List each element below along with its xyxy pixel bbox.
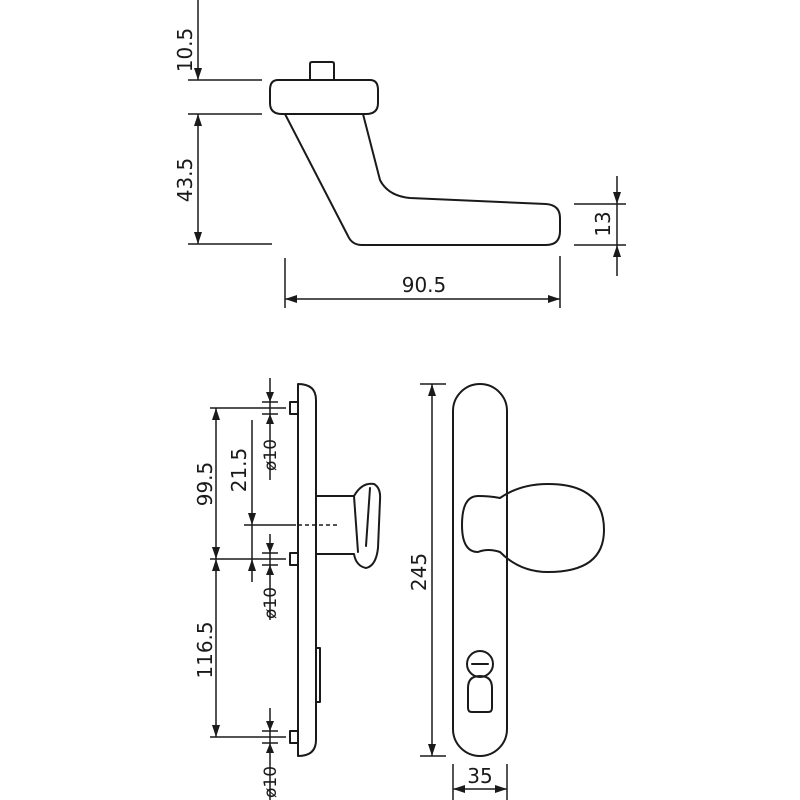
dim-label-245: 245 (407, 553, 431, 591)
dim-label-hole-middle: ø10 (261, 587, 281, 619)
dimension-13: 13 (574, 176, 626, 276)
lever-handle-view (269, 61, 561, 246)
front-lock-cylinder (466, 650, 494, 713)
side-hole-top (289, 401, 299, 415)
side-plate (297, 383, 317, 757)
dim-label-43-5: 43.5 (173, 158, 197, 203)
dimension-10-5: 10.5 (173, 0, 262, 126)
dim-label-99-5: 99.5 (193, 462, 217, 507)
front-knob (461, 483, 605, 573)
dim-label-13: 13 (591, 211, 615, 236)
lever-spindle (309, 61, 335, 81)
side-hole-middle (289, 552, 299, 566)
lever-arm (284, 113, 561, 246)
dimension-245: 245 (407, 383, 446, 757)
side-cylinder-bump (315, 647, 321, 703)
dim-label-hole-top: ø10 (261, 439, 281, 471)
plate-front-view (452, 383, 605, 757)
lever-rose (269, 79, 379, 115)
plate-side-view (289, 383, 382, 757)
side-hole-bottom (289, 730, 299, 744)
dimension-43-5: 43.5 (173, 114, 272, 245)
side-knob (315, 482, 382, 569)
dim-label-21-5: 21.5 (227, 448, 251, 493)
dim-label-10-5: 10.5 (173, 28, 197, 73)
dim-label-35: 35 (467, 764, 492, 788)
dim-label-90-5: 90.5 (402, 273, 447, 297)
dim-label-hole-bottom: ø10 (261, 766, 281, 798)
side-dimensions: 99.5 21.5 116.5 ø10 ø10 ø10 (193, 378, 296, 800)
dimension-90-5: 90.5 (284, 256, 561, 308)
front-plate (452, 383, 508, 757)
dimension-35: 35 (452, 764, 508, 800)
dim-label-116-5: 116.5 (193, 621, 217, 678)
